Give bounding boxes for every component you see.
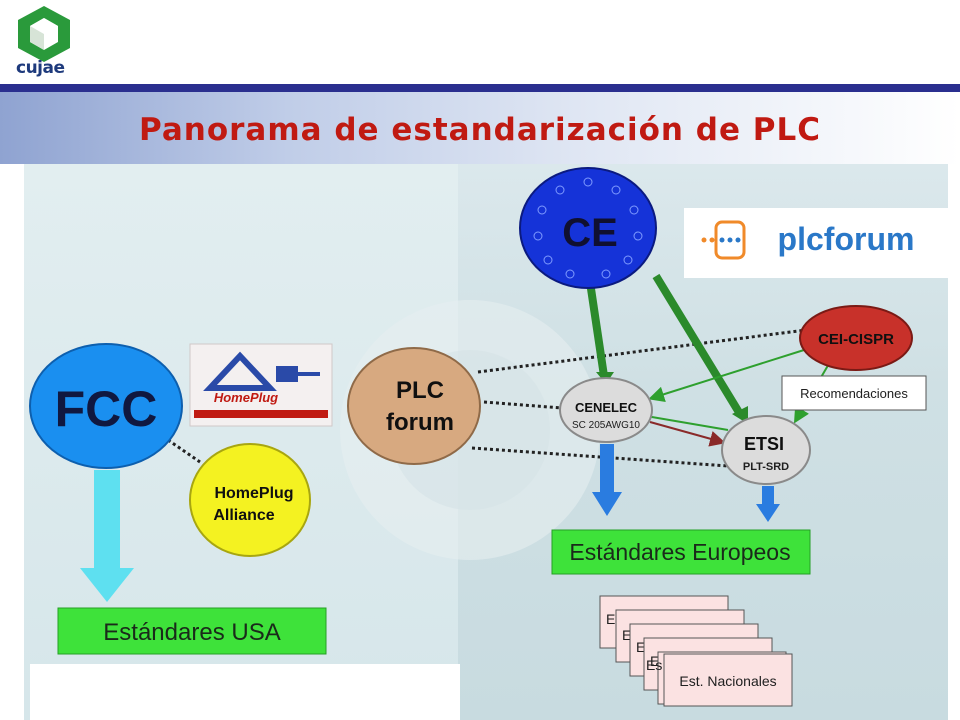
homeplug-alliance-label-1: HomePlug	[214, 485, 293, 502]
etsi-sub-label: PLT-SRD	[743, 461, 789, 473]
cujae-logo	[18, 6, 70, 62]
euro-standards-label: Estándares Europeos	[569, 539, 790, 565]
arrow-cei-cenelec	[648, 349, 805, 403]
national-sheet-5-label: Es	[646, 657, 662, 673]
national-sheet-2-label: E	[622, 627, 631, 643]
plcforum-logo-box	[684, 208, 948, 278]
homeplug-alliance-node	[189, 443, 311, 557]
arrow-ce-etsi	[652, 273, 744, 417]
bottom-blank	[30, 664, 460, 720]
plc-forum-node	[347, 347, 481, 465]
fcc-arrow-head	[80, 568, 134, 602]
fcc-node	[29, 343, 183, 469]
national-sheet-top	[663, 653, 793, 707]
fcc-label: FCC	[55, 381, 158, 437]
plc-forum-label-2: forum	[386, 409, 454, 436]
dotted-link-plc-cei	[477, 328, 807, 374]
etsi-arrow-head	[756, 504, 780, 522]
ce-stars	[533, 177, 643, 279]
fcc-arrow-shaft	[94, 470, 120, 572]
cei-cispr-label: CEI-CISPR	[818, 331, 894, 348]
dotted-link-fcc-homeplug	[167, 438, 201, 464]
homeplug-plug-icon	[276, 366, 298, 382]
homeplug-logo-text: HomePlug	[214, 390, 278, 405]
usa-standards-box	[57, 607, 327, 655]
arrow-cenelec-etsi-green	[645, 415, 729, 431]
cenelec-arrow-shaft	[600, 444, 614, 494]
plc-forum-label-1: PLC	[396, 377, 444, 404]
homeplug-house-icon	[203, 351, 277, 391]
header-bar	[0, 84, 960, 92]
cenelec-node	[559, 377, 653, 443]
recomendaciones-box	[781, 375, 927, 411]
title-band	[0, 92, 960, 164]
ce-label: CE	[562, 211, 618, 255]
usa-standards-label: Estándares USA	[103, 619, 280, 646]
page-title: Panorama de estandarización de PLC	[138, 112, 822, 148]
dotted-link-plc-cenelec	[483, 400, 563, 410]
arrow-ce-cenelec	[586, 281, 608, 377]
national-sheet-1-label: E	[606, 611, 615, 627]
plcforum-logo-text: plcforum	[778, 221, 915, 257]
homeplug-alliance-label-2: Alliance	[213, 507, 274, 524]
etsi-label: ETSI	[744, 434, 784, 454]
national-sheet-4-label: E	[650, 653, 659, 669]
arrow-cenelec-etsi	[649, 421, 726, 447]
etsi-arrow-shaft	[762, 486, 774, 506]
ce-node	[519, 167, 657, 289]
logo-text: cujae	[16, 58, 65, 78]
cenelec-label: CENELEC	[575, 400, 638, 415]
cei-cispr-node	[799, 305, 913, 371]
cenelec-arrow-head	[592, 492, 622, 516]
national-sheet-3-label: E	[636, 639, 645, 655]
est-nacionales-label: Est. Nacionales	[679, 673, 776, 689]
recomendaciones-label: Recomendaciones	[800, 386, 908, 401]
cenelec-sub-label: SC 205AWG10	[572, 420, 640, 431]
homeplug-logo-underline	[194, 410, 328, 418]
etsi-node	[721, 415, 811, 485]
euro-standards-box	[551, 529, 811, 575]
plcforum-logo-icon	[701, 220, 746, 260]
